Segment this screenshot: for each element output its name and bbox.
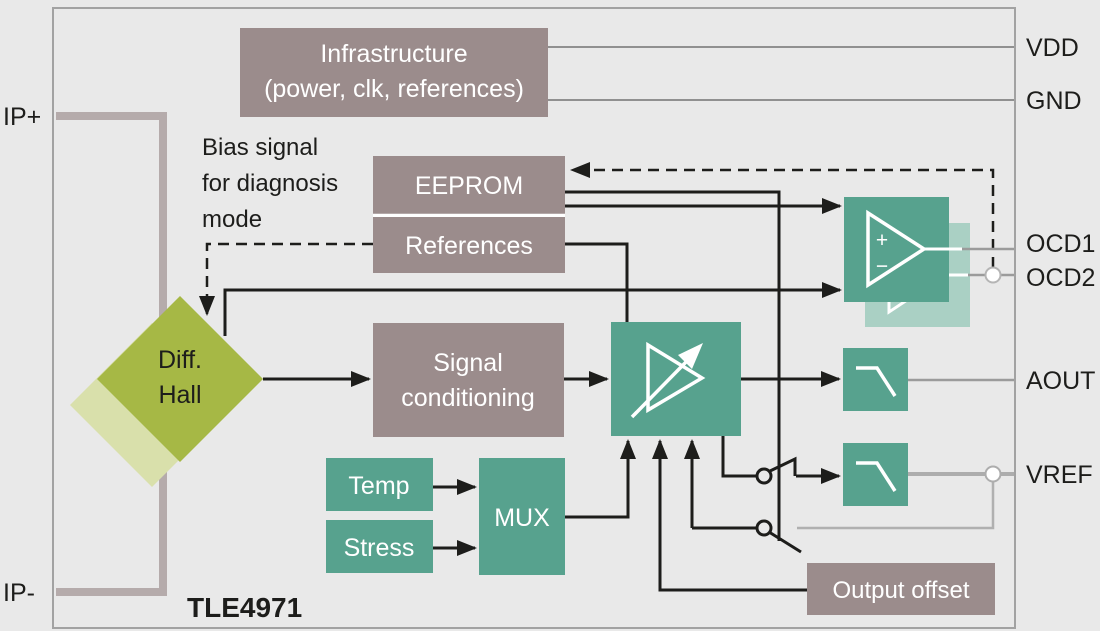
references-block <box>373 217 565 273</box>
vref-filter-block <box>843 443 908 506</box>
svg-text:−: − <box>876 255 888 278</box>
pin-label-ip-minus: IP- <box>3 579 35 607</box>
svg-text:+: + <box>876 229 888 252</box>
bias-note-line-1: Bias signal <box>202 134 318 161</box>
aout-filter-block <box>843 348 908 411</box>
pin-label-ip-plus: IP+ <box>3 103 41 131</box>
pin-label-ocd2: OCD2 <box>1026 264 1095 292</box>
aout-lowpass-filter-icon <box>856 366 897 397</box>
ocd2-node <box>984 266 1002 284</box>
eeprom-block <box>373 156 565 214</box>
pin-label-gnd: GND <box>1026 87 1082 115</box>
mux-block <box>479 458 565 575</box>
hall-to-comparator-line <box>223 282 842 336</box>
diff-hall-label-2: Hall <box>158 381 201 409</box>
signal-conditioning-label-1: Signal <box>433 349 503 377</box>
infrastructure-label-1: Infrastructure <box>320 40 467 68</box>
ocd2-to-eeprom-dashed-line <box>570 162 995 268</box>
bias-note-line-2: for diagnosis <box>202 170 338 197</box>
amplifier-icon <box>630 341 706 419</box>
infrastructure-label-2: (power, clk, references) <box>264 75 524 103</box>
signal-conditioning-label-2: conditioning <box>401 384 534 412</box>
mux-label: MUX <box>494 504 550 532</box>
chip-frame <box>52 7 1016 629</box>
references-label: References <box>405 232 533 260</box>
temp-label: Temp <box>348 472 409 500</box>
vref-node <box>984 465 1002 483</box>
chip-name-label: TLE4971 <box>187 592 302 623</box>
output-offset-block <box>807 563 995 615</box>
pin-label-ocd1: OCD1 <box>1026 230 1095 258</box>
vref-switch-arm <box>768 530 802 554</box>
amp-to-switch-line <box>721 436 756 478</box>
mux-to-amp-arrow <box>565 439 636 519</box>
vref-switch-contact <box>755 519 773 537</box>
references-to-amp-line <box>565 242 629 322</box>
temp-block <box>326 458 433 511</box>
pin-label-vref: VREF <box>1026 461 1093 489</box>
bottom-margin <box>0 631 1100 637</box>
bias-note-line-3: mode <box>202 206 262 233</box>
stress-block <box>326 520 433 573</box>
diff-hall-label-1: Diff. <box>158 346 202 374</box>
bias-dashed-arrow <box>199 242 373 316</box>
vref-lowpass-filter-icon <box>856 461 897 492</box>
stress-label: Stress <box>344 534 415 562</box>
aout-switch-arm <box>769 456 797 476</box>
hall-diamond <box>97 296 263 462</box>
output-offset-label: Output offset <box>833 577 970 604</box>
eeprom-trim-line <box>565 190 781 541</box>
comparator-icon: + − <box>866 209 962 289</box>
signal-conditioning-block <box>373 323 564 437</box>
pin-label-vdd: VDD <box>1026 34 1079 62</box>
pin-label-aout: AOUT <box>1026 367 1095 395</box>
offset-to-amp-arrow <box>652 439 807 592</box>
vref-feedback-line <box>797 481 995 530</box>
aout-switch-contact <box>755 467 773 485</box>
eeprom-label: EEPROM <box>415 172 523 200</box>
programmable-amplifier-block <box>611 322 741 436</box>
infrastructure-block <box>240 28 548 117</box>
